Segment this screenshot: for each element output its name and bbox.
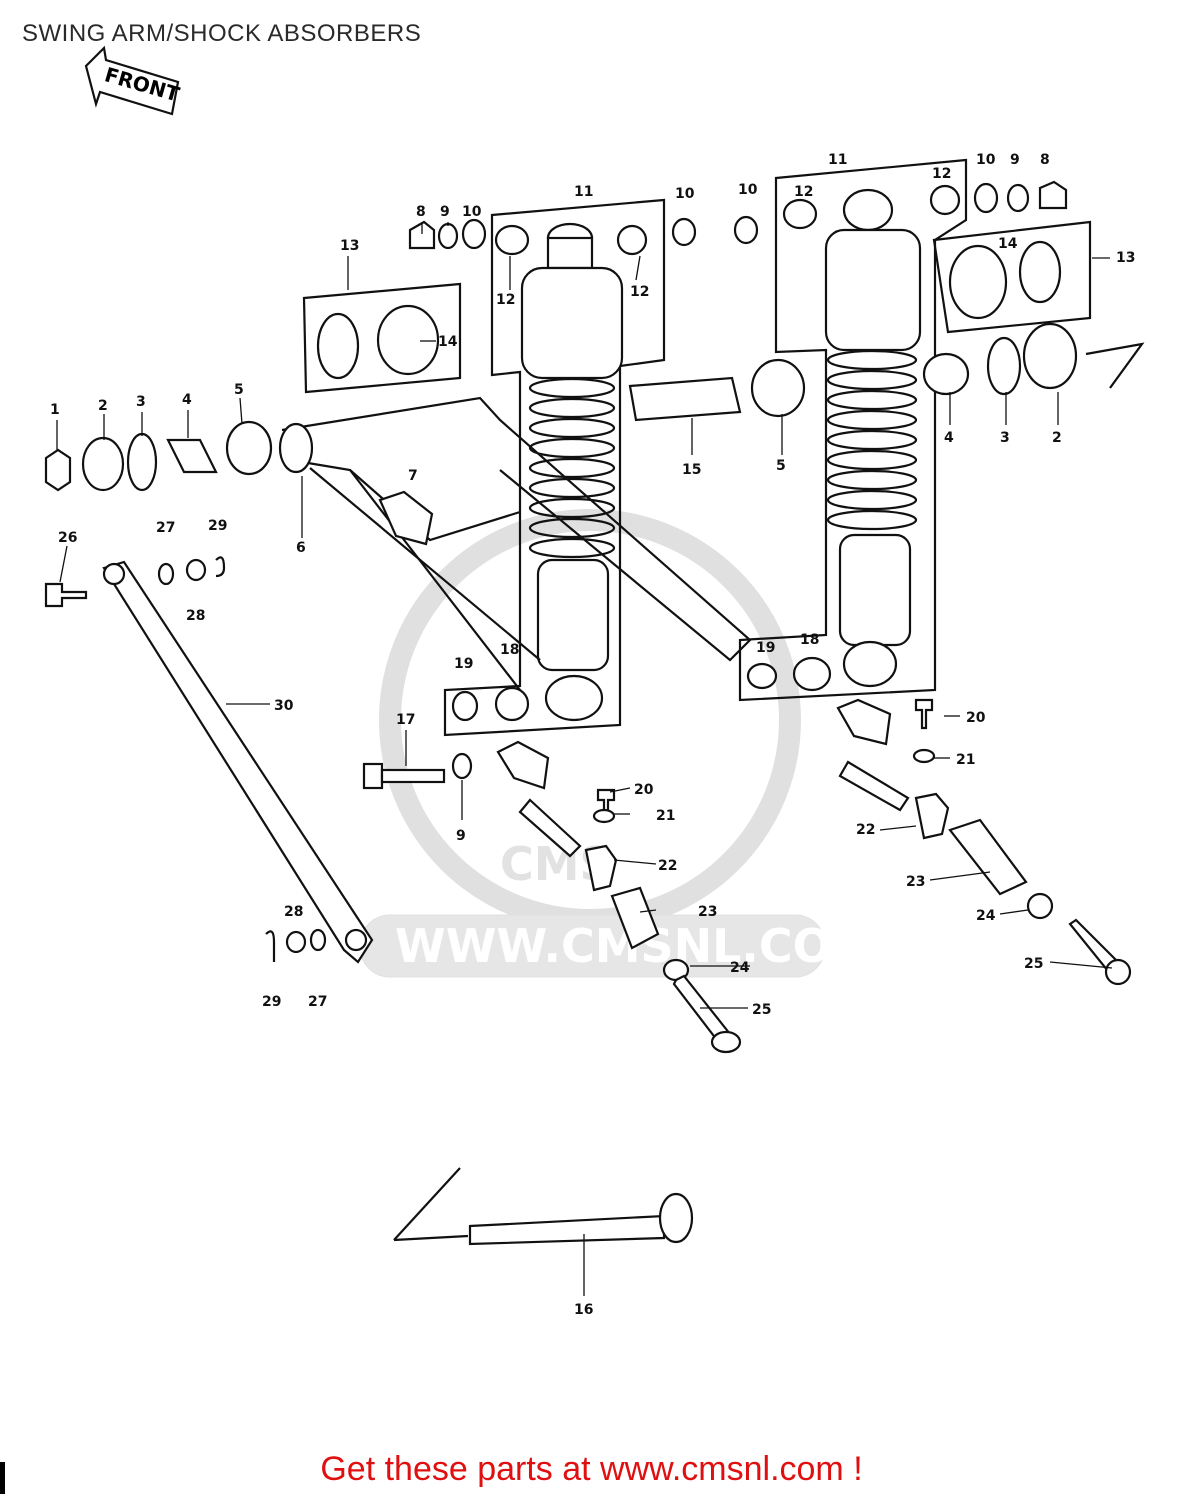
footer-link[interactable]: Get these parts at www.cmsnl.com ! (320, 1450, 863, 1488)
callout: 14 (438, 334, 458, 350)
callout: 12 (932, 166, 951, 182)
leader-lines (56, 222, 1113, 1296)
callout: 9 (1010, 152, 1020, 168)
callout: 16 (574, 1302, 593, 1318)
callout: 25 (1024, 956, 1043, 972)
callout: 12 (794, 184, 813, 200)
callout: 14 (998, 236, 1018, 252)
pivot-shaft (393, 1167, 694, 1246)
callout: 7 (408, 468, 418, 484)
right-shock-assembly (738, 158, 968, 702)
callout: 1 (50, 402, 60, 418)
right-cap-box (932, 220, 1092, 334)
callout: 9 (440, 204, 450, 220)
callout: 27 (156, 520, 175, 536)
callout: 29 (262, 994, 281, 1010)
callout: 9 (456, 828, 466, 844)
callout: 19 (756, 640, 775, 656)
left-shock-assembly (443, 198, 666, 737)
callout: 8 (1040, 152, 1050, 168)
callout: 11 (574, 184, 593, 200)
callout: 10 (675, 186, 695, 202)
bolt-17 (362, 752, 473, 790)
right-lower-brackets (836, 698, 1132, 986)
pivot-pipe (628, 322, 1145, 422)
watermark: WWW.CMSNL.COM CMS (359, 509, 878, 978)
callout: 4 (944, 430, 954, 446)
callout: 28 (186, 608, 205, 624)
callout: 20 (634, 782, 654, 798)
callout: 21 (656, 808, 675, 824)
page-title: SWING ARM/SHOCK ABSORBERS (22, 20, 422, 47)
callout: 4 (182, 392, 192, 408)
callout: 25 (752, 1002, 771, 1018)
torque-link-fasteners (44, 556, 327, 962)
callout: 13 (340, 238, 359, 254)
callout: 12 (496, 292, 515, 308)
callout: 2 (98, 398, 108, 414)
callout: 23 (906, 874, 925, 890)
callout: 5 (776, 458, 786, 474)
torque-link (102, 560, 374, 964)
callout: 15 (682, 462, 701, 478)
callout: 2 (1052, 430, 1062, 446)
callout: 10 (976, 152, 996, 168)
top-left-fasteners (408, 215, 759, 250)
callout: 12 (630, 284, 649, 300)
callout: 22 (856, 822, 875, 838)
callouts: 1 2 3 4 5 6 7 8 9 10 10 11 12 12 13 14 1… (50, 152, 1135, 1318)
callout: 6 (296, 540, 306, 556)
callout: 21 (956, 752, 975, 768)
callout: 23 (698, 904, 717, 920)
callout: 10 (462, 204, 482, 220)
callout: 18 (500, 642, 519, 658)
callout: 30 (274, 698, 294, 714)
parts-diagram: WWW.CMSNL.COM CMS FRONT (44, 45, 1145, 1318)
callout: 26 (58, 530, 77, 546)
callout: 8 (416, 204, 426, 220)
callout: 10 (738, 182, 758, 198)
callout: 13 (1116, 250, 1135, 266)
top-right-fasteners (973, 180, 1068, 214)
left-cap-box (302, 282, 462, 394)
swing-arm (278, 396, 752, 691)
left-pivot-parts (44, 420, 273, 492)
callout: 22 (658, 858, 677, 874)
callout: 24 (976, 908, 996, 924)
callout: 11 (828, 152, 847, 168)
callout: 24 (730, 960, 750, 976)
callout: 19 (454, 656, 473, 672)
callout: 29 (208, 518, 227, 534)
front-arrow-icon: FRONT (84, 45, 182, 116)
edge-mark (0, 1462, 5, 1494)
callout: 20 (966, 710, 986, 726)
callout: 27 (308, 994, 327, 1010)
callout: 28 (284, 904, 303, 920)
callout: 3 (136, 394, 146, 410)
callout: 17 (396, 712, 415, 728)
callout: 3 (1000, 430, 1010, 446)
callout: 5 (234, 382, 244, 398)
left-lower-brackets (496, 740, 742, 1054)
callout: 18 (800, 632, 819, 648)
